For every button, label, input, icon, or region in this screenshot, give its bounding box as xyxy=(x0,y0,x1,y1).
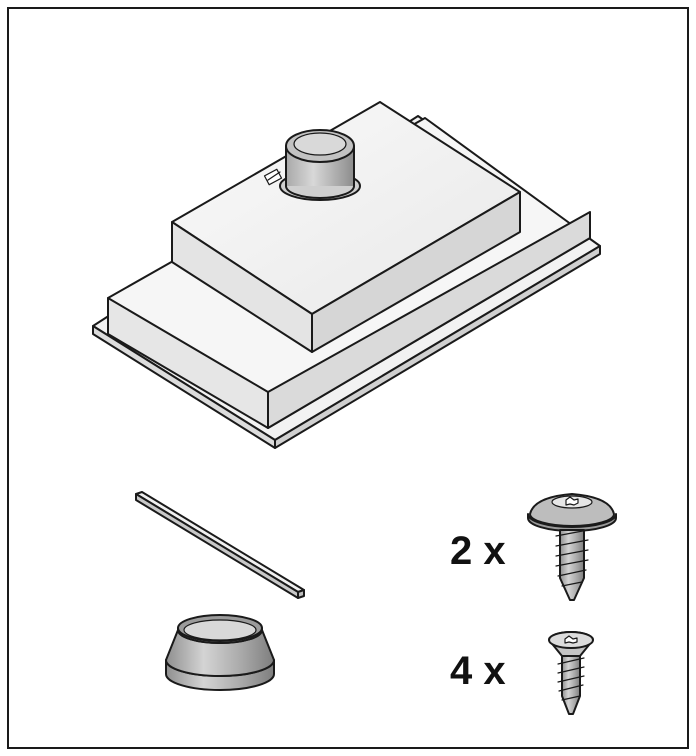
hood-flange-edge-right xyxy=(274,245,601,449)
hood-body-rim xyxy=(107,211,591,393)
hood-box-right xyxy=(311,191,521,353)
damper-flap-icon xyxy=(263,168,283,186)
extractor-hood-unit xyxy=(92,101,601,449)
small-screw-quantity: 4 x xyxy=(450,649,506,693)
hood-outlet-collar xyxy=(279,129,361,201)
seal-strip xyxy=(135,491,305,599)
duct-adapter-ring xyxy=(165,614,275,691)
countersunk-screw-icon xyxy=(548,631,594,715)
large-screw-quantity: 2 x xyxy=(450,529,506,573)
washer-head-screw-icon xyxy=(527,493,617,601)
